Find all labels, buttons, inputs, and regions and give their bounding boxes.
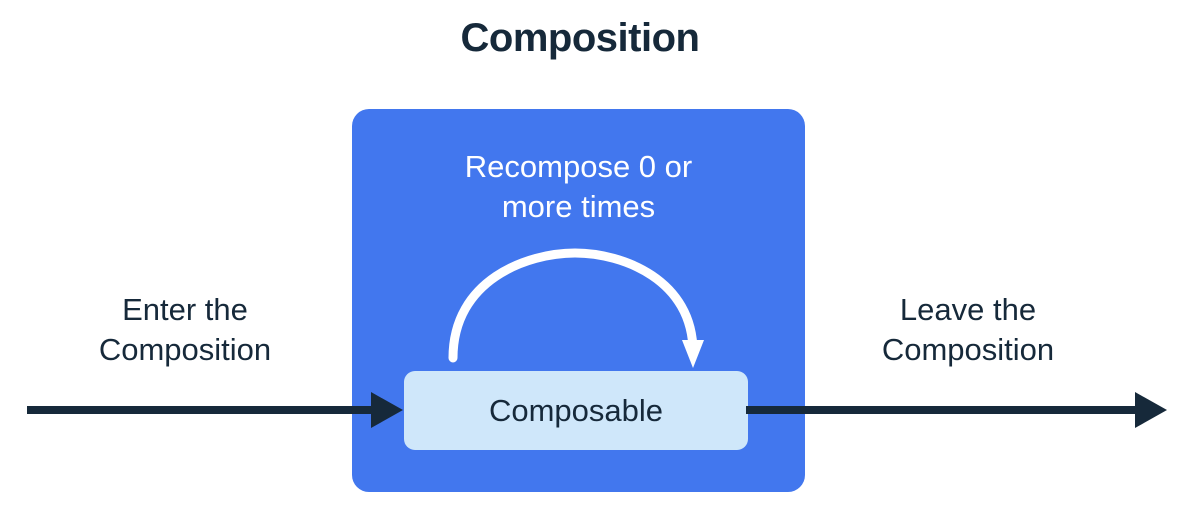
composable-label: Composable — [488, 393, 664, 428]
enter-caption-line-1: Enter the — [122, 292, 248, 327]
recompose-label-line-1: Recompose 0 or — [464, 149, 693, 184]
leave-composition-caption: Leave the Composition — [828, 290, 1108, 369]
enter-caption-line-2: Composition — [98, 331, 272, 367]
leave-caption-line-2: Composition — [881, 331, 1055, 367]
page-title: Composition — [460, 16, 700, 60]
recompose-label-line-2: more times — [501, 188, 656, 224]
composable-box: Composable — [404, 371, 748, 450]
recompose-label: Recompose 0 or more times — [352, 147, 805, 226]
arrow-right-icon-leave — [746, 392, 1167, 428]
leave-caption-line-1: Leave the — [899, 292, 1037, 327]
enter-composition-caption: Enter the Composition — [45, 290, 325, 369]
